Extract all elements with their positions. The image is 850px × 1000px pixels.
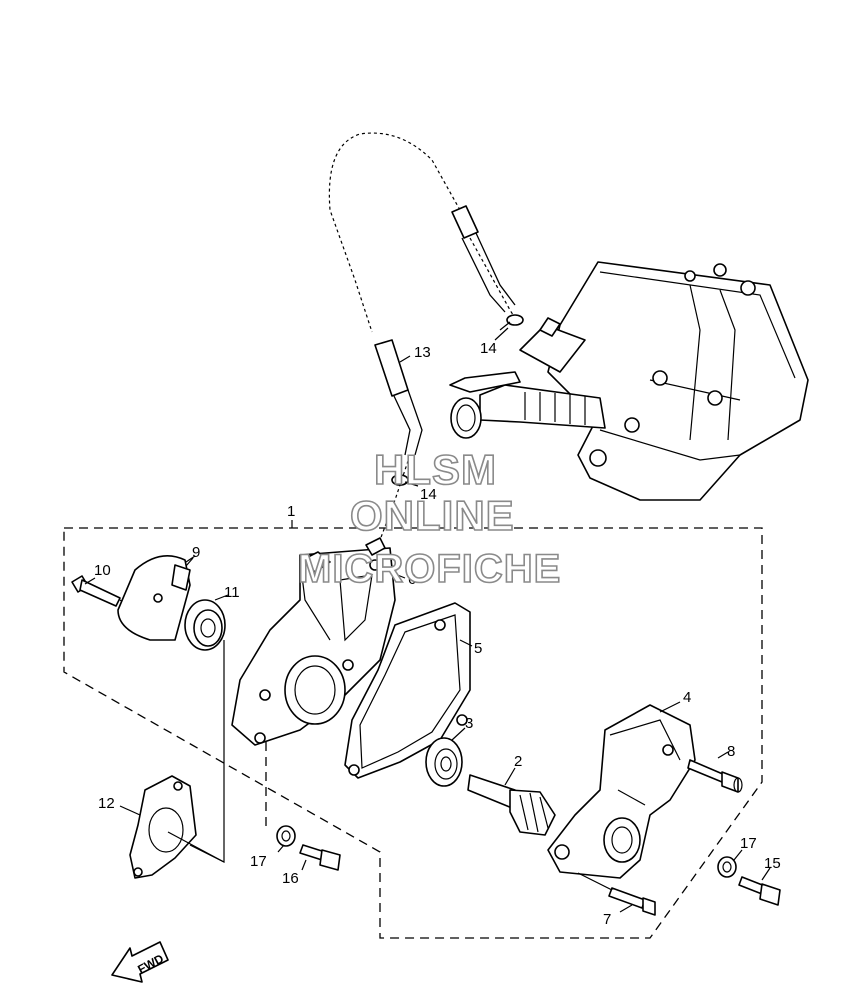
gasket-12 bbox=[129, 775, 197, 879]
hose-clip-upper bbox=[499, 314, 524, 331]
washer-17-right bbox=[717, 856, 737, 878]
washer-17-left bbox=[276, 825, 296, 847]
callout-14-lower: 14 bbox=[420, 486, 437, 503]
watermark-line-2: ONLINE bbox=[350, 492, 515, 539]
overflow-hose bbox=[328, 132, 516, 541]
watermark: HLSM ONLINE MICROFICHE bbox=[297, 445, 561, 592]
callout-2: 2 bbox=[514, 753, 522, 770]
bolt-10 bbox=[71, 575, 136, 611]
callout-1: 1 bbox=[287, 503, 295, 520]
callout-17-left: 17 bbox=[250, 853, 267, 870]
callout-7: 7 bbox=[603, 911, 611, 928]
pump-cover-4 bbox=[547, 704, 696, 879]
forward-direction-arrow: FWD bbox=[111, 941, 169, 983]
callout-4: 4 bbox=[683, 689, 691, 706]
callout-14-upper: 14 bbox=[480, 340, 497, 357]
gasket-5 bbox=[344, 602, 471, 779]
callout-16: 16 bbox=[282, 870, 299, 887]
callout-8: 8 bbox=[727, 743, 735, 760]
alignment-line-gasket bbox=[167, 831, 225, 863]
callout-11: 11 bbox=[224, 584, 240, 601]
impeller-shaft-2 bbox=[467, 774, 556, 836]
watermark-line-1: HLSM bbox=[374, 446, 497, 493]
coolant-reservoir bbox=[449, 261, 809, 501]
callout-10: 10 bbox=[94, 562, 111, 579]
callout-12: 12 bbox=[98, 795, 115, 812]
callout-9: 9 bbox=[192, 544, 200, 561]
hose-clip-lower bbox=[391, 474, 409, 486]
pump-housing-6 bbox=[231, 537, 396, 746]
plate-9 bbox=[117, 554, 194, 641]
assembly-boundary bbox=[63, 527, 763, 939]
bearing-11 bbox=[184, 599, 226, 651]
bolt-16 bbox=[299, 844, 341, 871]
bolt-15 bbox=[738, 876, 781, 906]
callout-13: 13 bbox=[414, 344, 431, 361]
callout-15: 15 bbox=[764, 855, 781, 872]
callout-6: 6 bbox=[408, 571, 416, 588]
watermark-line-3: MICROFICHE bbox=[298, 547, 561, 591]
bolt-7 bbox=[577, 872, 656, 916]
seal-3 bbox=[425, 737, 463, 787]
callout-17-right: 17 bbox=[740, 835, 757, 852]
callout-5: 5 bbox=[474, 640, 482, 657]
callout-3: 3 bbox=[465, 715, 473, 732]
bolt-8 bbox=[687, 759, 743, 793]
leader-lines bbox=[84, 327, 771, 913]
